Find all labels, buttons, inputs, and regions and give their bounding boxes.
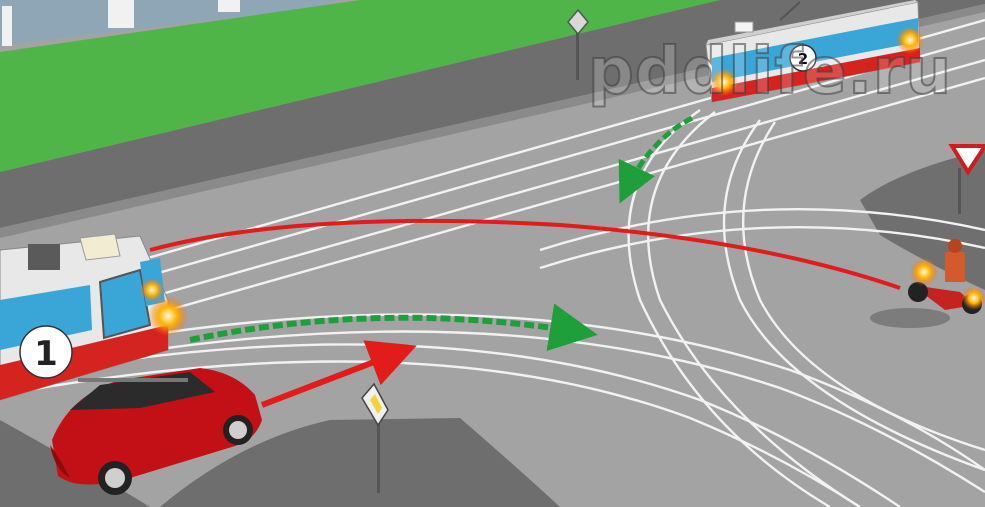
bottom-sidewalk bbox=[160, 418, 560, 507]
tram-2-turn-signal-rear bbox=[896, 26, 924, 54]
building-pillar bbox=[108, 0, 134, 28]
road-sign-back bbox=[567, 8, 589, 80]
give-way-sign bbox=[948, 144, 985, 214]
tram-rails bbox=[0, 18, 985, 507]
green-arrow-tram-1 bbox=[189, 303, 598, 351]
watermark: pddlife.ru bbox=[587, 35, 952, 109]
building bbox=[0, 0, 340, 45]
green-arrow-tram-2 bbox=[618, 115, 694, 204]
red-arrow-car bbox=[260, 340, 417, 408]
motorcycle-turn-signal-rear bbox=[962, 286, 985, 310]
red-car bbox=[50, 368, 262, 495]
tram-1-number-badge bbox=[19, 325, 73, 379]
tram-1-turn-signal-top bbox=[140, 278, 164, 302]
red-path-tram-1 bbox=[149, 218, 901, 290]
tram-1: 1 bbox=[0, 233, 188, 401]
tram-1-turn-signal bbox=[148, 296, 188, 336]
tram-2: 2 bbox=[705, 0, 924, 103]
building-pillar bbox=[218, 0, 240, 12]
motorcycle-turn-signal bbox=[910, 258, 938, 286]
tram-2-number: 2 bbox=[798, 50, 808, 68]
building-pillar bbox=[2, 6, 12, 46]
tram-1-number: 1 bbox=[34, 334, 58, 374]
tram-2-number-badge bbox=[789, 44, 817, 72]
tram-2-turn-signal bbox=[710, 68, 738, 96]
main-road-sign bbox=[361, 382, 389, 493]
motorcycle bbox=[870, 239, 985, 328]
